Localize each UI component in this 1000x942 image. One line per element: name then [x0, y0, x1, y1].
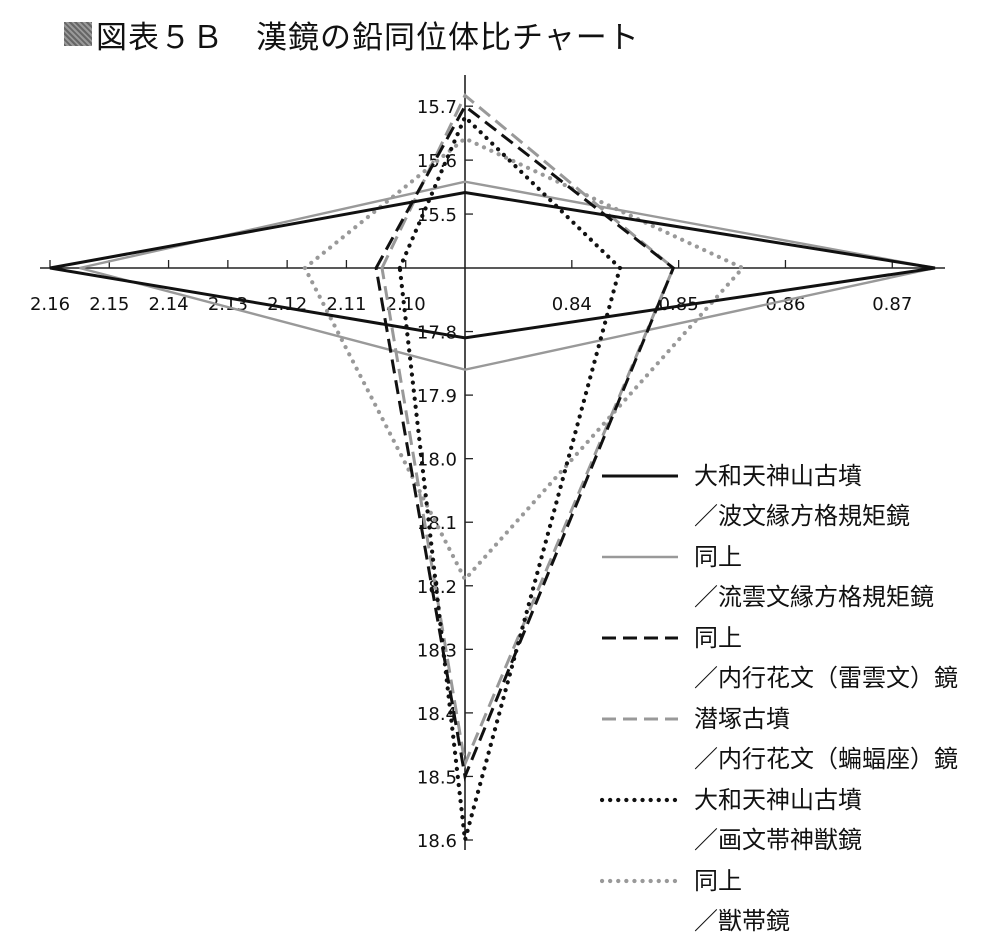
y-tick-label: 18.3: [417, 640, 457, 661]
legend-swatch: [602, 555, 678, 559]
legend-swatch: [602, 636, 678, 640]
legend-label: 同上: [694, 867, 742, 895]
x-tick-label: 0.87: [872, 294, 912, 315]
legend-item: 同上 ／流雲文縁方格規矩鏡: [600, 537, 990, 618]
legend-swatch: [602, 717, 678, 721]
chart-series: [49, 93, 936, 841]
x-tick-label: 2.10: [386, 294, 426, 315]
legend-label: 同上: [694, 624, 742, 652]
y-tick-label: 18.5: [417, 767, 457, 788]
y-tick-label: 15.7: [417, 97, 457, 118]
legend-item: 同上 ／内行花文（雷雲文）鏡: [600, 618, 990, 699]
series-line: [374, 103, 676, 782]
legend-label: 同上: [694, 543, 742, 571]
legend-sublabel: ／獣帯鏡: [694, 907, 790, 935]
series-line: [79, 180, 936, 371]
legend-sublabel: ／画文帯神獣鏡: [694, 826, 862, 854]
x-tick-label: 2.15: [89, 294, 129, 315]
legend-item: 潜塚古墳 ／内行花文（蝙蝠座）鏡: [600, 699, 990, 780]
chart-axes: [40, 75, 945, 850]
legend-swatch: [600, 878, 680, 884]
y-tick-label: 17.9: [417, 386, 457, 407]
legend-sublabel: ／内行花文（蝙蝠座）鏡: [694, 745, 958, 773]
x-tick-label: 0.84: [552, 294, 592, 315]
legend-item: 大和天神山古墳 ／画文帯神獣鏡: [600, 780, 990, 861]
y-tick-label: 15.5: [417, 205, 457, 226]
chart-title: 図表５Ｂ 漢鏡の鉛同位体比チャート: [96, 20, 640, 56]
legend-label: 潜塚古墳: [694, 705, 790, 733]
legend-swatch: [600, 797, 680, 803]
legend-sublabel: ／内行花文（雷雲文）鏡: [694, 664, 958, 692]
y-tick-label: 18.0: [417, 450, 457, 471]
y-tick-label: 18.4: [417, 704, 457, 725]
legend-sublabel: ／流雲文縁方格規矩鏡: [694, 583, 934, 611]
x-tick-label: 0.85: [659, 294, 699, 315]
legend-sublabel: ／波文縁方格規矩鏡: [694, 502, 910, 530]
title-marker-icon: [64, 22, 92, 46]
legend-label: 大和天神山古墳: [694, 462, 862, 490]
chart-legend: 大和天神山古墳 ／波文縁方格規矩鏡同上 ／流雲文縁方格規矩鏡同上 ／内行花文（雷雲文）…: [600, 456, 990, 942]
legend-label: 大和天神山古墳: [694, 786, 862, 814]
series-line: [397, 113, 623, 841]
series-line: [49, 190, 936, 340]
y-tick-label: 18.6: [417, 831, 457, 852]
x-tick-label: 2.11: [326, 294, 366, 315]
x-tick-label: 2.16: [30, 294, 70, 315]
x-tick-label: 2.14: [149, 294, 189, 315]
legend-item: 同上 ／獣帯鏡: [600, 861, 990, 942]
legend-item: 大和天神山古墳 ／波文縁方格規矩鏡: [600, 456, 990, 537]
legend-swatch: [602, 474, 678, 478]
